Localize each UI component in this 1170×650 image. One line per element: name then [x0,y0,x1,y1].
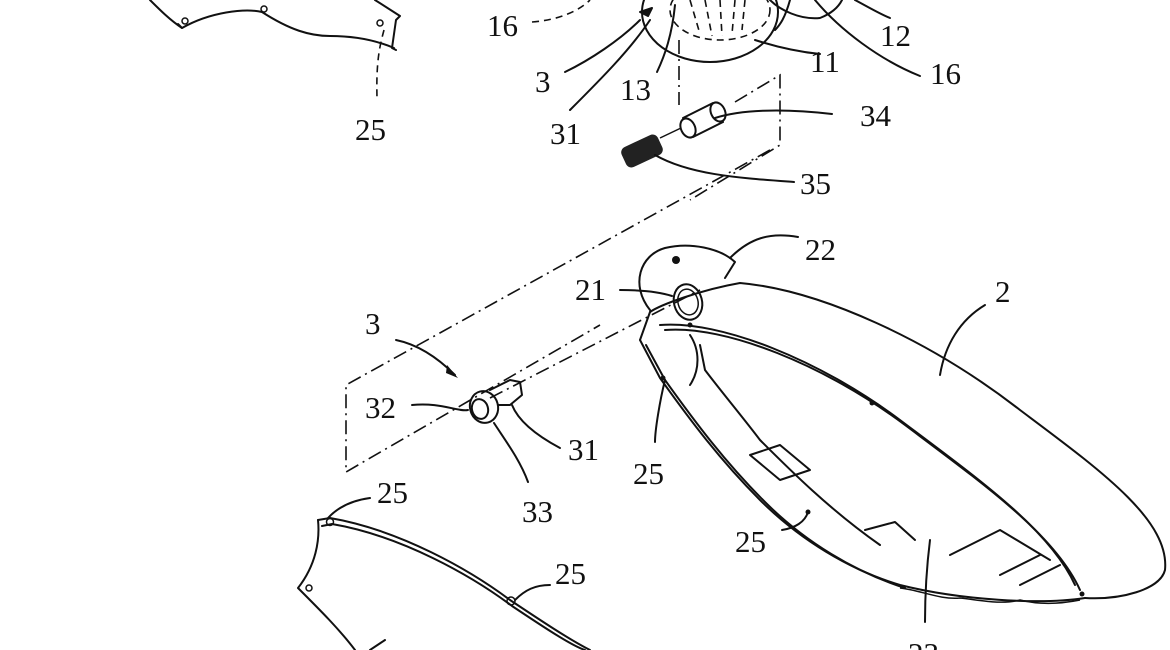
label-3: 3 [535,64,551,99]
label-25: 25 [377,475,408,510]
label-11: 11 [810,44,840,79]
label-35: 35 [800,166,831,201]
label-2: 2 [995,274,1011,309]
label-13: 13 [620,72,651,107]
label-25: 25 [555,556,586,591]
label-32: 32 [365,390,396,425]
screw-hole [181,17,189,25]
screw-hole [260,5,268,13]
hub-assembly [531,0,921,111]
label-33: 33 [522,494,553,529]
label-21: 21 [575,272,606,307]
pin-and-spring [621,73,833,201]
label-31: 31 [550,116,581,151]
label-3: 3 [365,306,381,341]
label-23: 23 [908,636,939,650]
assembly-axis [345,149,771,474]
shaft-bore [672,283,704,321]
label-25: 25 [633,456,664,491]
label-25: 25 [355,112,386,147]
label-22: 22 [805,232,836,267]
label-25: 25 [735,524,766,559]
label-12: 12 [880,18,911,53]
handle-body [619,234,1167,623]
label-31: 31 [568,432,599,467]
label-34: 34 [860,98,892,133]
label-16: 16 [487,8,518,43]
screw-hole [376,19,384,27]
label-16: 16 [930,56,961,91]
cover-plate-top [149,0,401,99]
cover-plate-bottom [297,497,591,650]
reference-labels: 16 12 3 13 11 16 31 34 35 25 22 21 2 3 3… [355,8,1011,650]
bushing [395,339,561,483]
